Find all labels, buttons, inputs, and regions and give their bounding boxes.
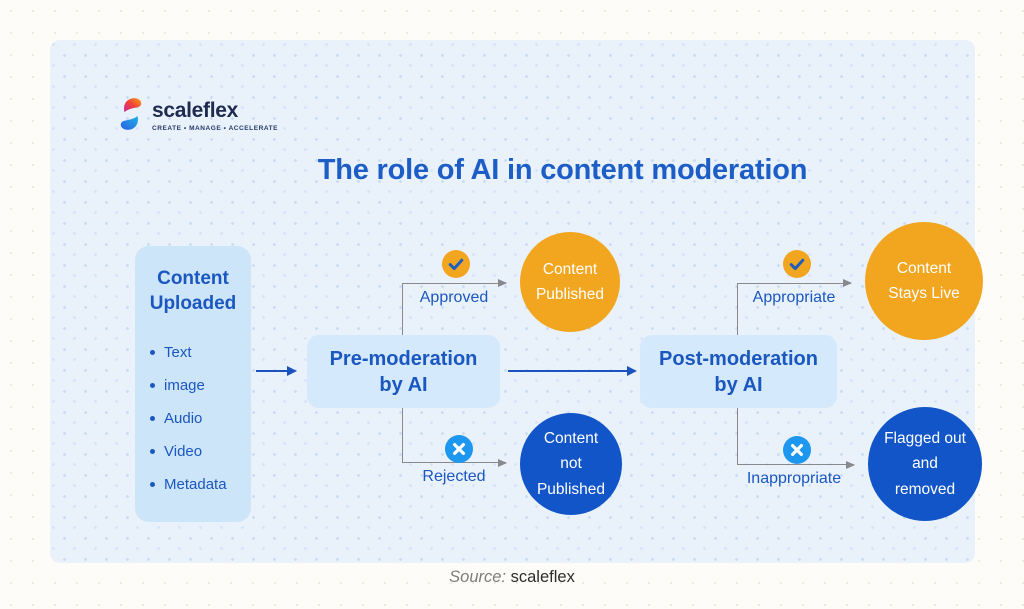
content-uploaded-title: Content Uploaded — [149, 268, 237, 315]
content-type-list: Text image Audio Video Metadata — [135, 336, 251, 501]
cross-icon — [783, 436, 811, 464]
list-item: image — [150, 369, 251, 402]
pre-moderation-node: Pre-moderation by AI — [307, 335, 500, 408]
cross-icon — [445, 435, 473, 463]
source-label: Source: — [449, 568, 507, 586]
outcome-content-stays-live: Content Stays Live — [865, 222, 983, 340]
outcome-flagged-out-and-removed: Flagged out and removed — [868, 407, 982, 521]
flow-arrow-uploaded-to-premoderation — [256, 365, 297, 376]
flow-arrow-premoderation-to-postmoderation — [508, 365, 637, 376]
bullet-icon — [150, 449, 155, 455]
source-caption: Source: scaleflex — [0, 568, 1024, 587]
bullet-icon — [150, 350, 155, 356]
branch-label-appropriate: Appropriate — [752, 289, 836, 306]
post-moderation-node: Post-moderation by AI — [640, 335, 837, 408]
infographic-card: scaleflex CREATE • MANAGE • ACCELERATE T… — [50, 40, 983, 563]
bullet-icon — [150, 383, 155, 389]
check-icon — [442, 250, 470, 278]
list-item: Audio — [150, 402, 251, 435]
content-uploaded-panel: Content Uploaded Text image Audio Video — [135, 246, 251, 522]
page-title: The role of AI in content moderation — [317, 154, 808, 186]
outcome-content-not-published: Content not Published — [520, 413, 622, 515]
outcome-content-published: Content Published — [520, 232, 620, 332]
scaleflex-logo-tagline: CREATE • MANAGE • ACCELERATE — [152, 125, 278, 133]
scaleflex-logo-icon — [118, 96, 144, 132]
branch-label-inappropriate: Inappropriate — [746, 470, 842, 487]
scaleflex-logo: scaleflex CREATE • MANAGE • ACCELERATE — [118, 96, 278, 132]
bullet-icon — [150, 416, 155, 422]
connector-appropriate — [737, 279, 852, 335]
connector-approved — [402, 279, 507, 335]
list-item: Metadata — [150, 468, 251, 501]
branch-label-approved: Approved — [419, 289, 489, 306]
list-item: Video — [150, 435, 251, 468]
scaleflex-logo-wordmark: scaleflex — [152, 99, 239, 122]
branch-label-rejected: Rejected — [422, 468, 486, 485]
check-icon — [783, 250, 811, 278]
list-item: Text — [150, 336, 251, 369]
connector-rejected — [402, 408, 507, 467]
source-value: scaleflex — [510, 568, 575, 586]
connector-inappropriate — [737, 408, 855, 469]
bullet-icon — [150, 482, 155, 488]
